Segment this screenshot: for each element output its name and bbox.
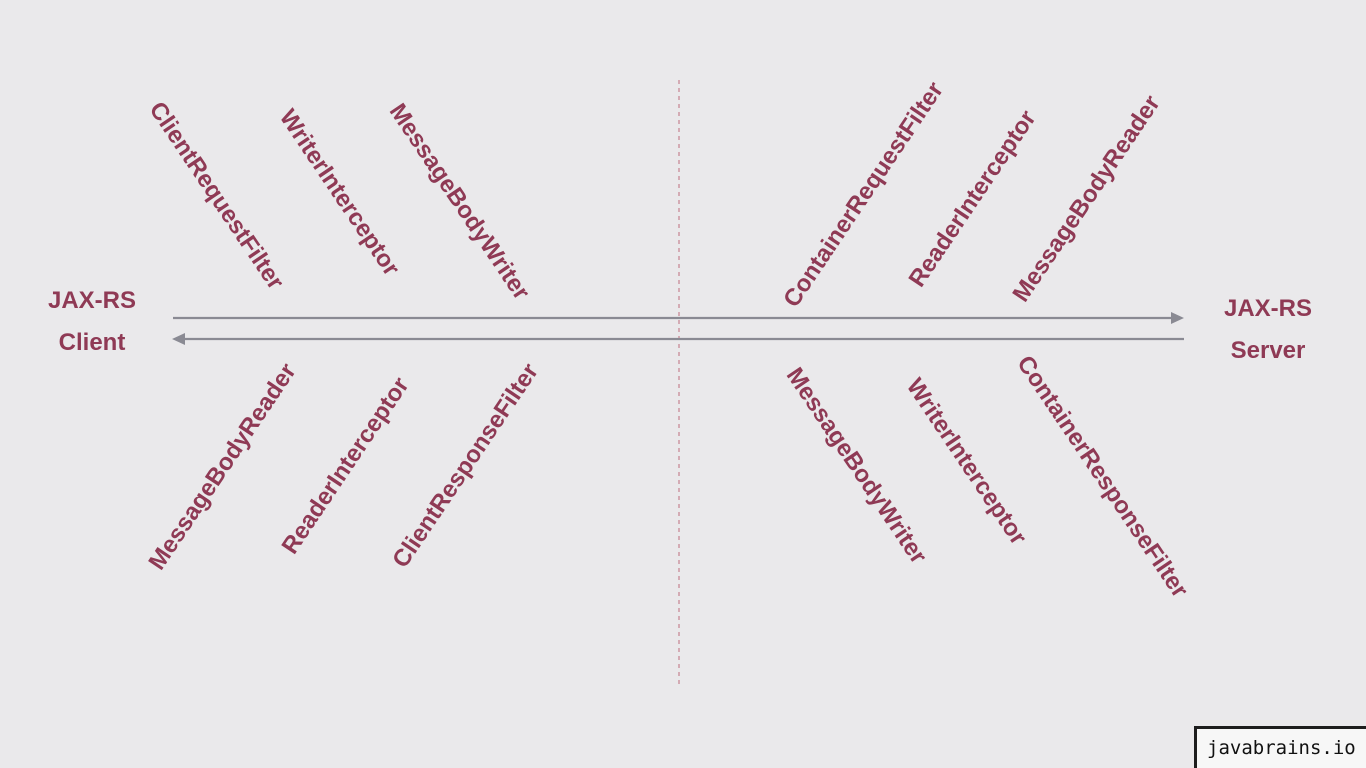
- watermark: javabrains.io: [1194, 726, 1366, 768]
- client-label-line1: JAX-RS: [47, 287, 137, 314]
- client-label: JAX-RS Client: [27, 280, 157, 364]
- response-arrow: [172, 333, 1184, 345]
- request-arrow: [173, 312, 1184, 324]
- server-label: JAX-RS Server: [1203, 288, 1333, 372]
- arrowhead-left-icon: [172, 333, 185, 345]
- server-label-line1: JAX-RS: [1223, 295, 1313, 322]
- client-label-line2: Client: [58, 329, 126, 356]
- arrowhead-right-icon: [1171, 312, 1184, 324]
- server-label-line2: Server: [1230, 337, 1306, 364]
